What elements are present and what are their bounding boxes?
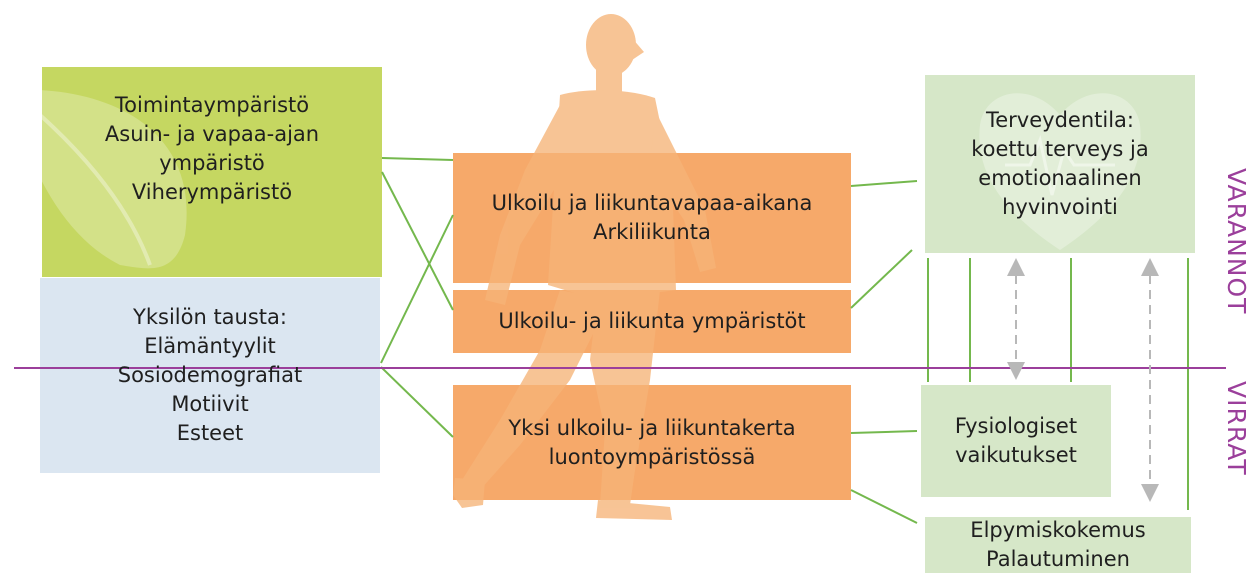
environment-line-4: Viherympäristö bbox=[131, 180, 293, 204]
recovery-box-text: Elpymiskokemus Palautuminen bbox=[970, 516, 1145, 574]
physiological-box-text: Fysiologiset vaikutukset bbox=[955, 412, 1077, 470]
activity-line-2: Arkiliikunta bbox=[593, 220, 711, 244]
session-line-1: Yksi ulkoilu- ja liikuntakerta bbox=[508, 415, 796, 440]
leaf-decoration-left bbox=[10, 89, 187, 269]
physiological-box: Fysiologiset vaikutukset bbox=[921, 385, 1111, 497]
physiological-line-2: vaikutukset bbox=[955, 443, 1077, 467]
background-line-2: Elämäntyylit bbox=[144, 334, 276, 358]
side-label-flows: VIRRAT bbox=[1222, 381, 1251, 476]
background-line-1: Yksilön tausta: bbox=[133, 305, 287, 329]
session-box-text: Yksi ulkoilu- ja liikuntakerta luontoymp… bbox=[508, 414, 795, 472]
health-line-1: Terveydentila: bbox=[985, 108, 1134, 132]
health-line-3: emotionaalinen bbox=[978, 166, 1142, 190]
leaf-stem-left bbox=[38, 113, 152, 266]
activity-line-1: Ulkoilu ja liikuntavapaa-aikana bbox=[491, 191, 813, 215]
recovery-box: Elpymiskokemus Palautuminen bbox=[925, 515, 1191, 575]
environment-box: Toimintaympäristö Asuin- ja vapaa-ajan y… bbox=[42, 67, 382, 277]
health-box-bg bbox=[925, 75, 1195, 253]
environment-line-2: Asuin- ja vapaa-ajan bbox=[104, 122, 320, 146]
background-line-3: Sosiodemografiat bbox=[117, 363, 303, 387]
recovery-line-2: Palautuminen bbox=[986, 547, 1130, 571]
background-box: Yksilön tausta: Elämäntyylit Sosiodemogr… bbox=[40, 278, 380, 473]
health-line-2: koettu terveys ja bbox=[971, 137, 1149, 161]
side-label-stocks: VARANNOT bbox=[1222, 168, 1251, 315]
recovery-line-1: Elpymiskokemus bbox=[970, 518, 1146, 542]
background-line-5: Esteet bbox=[176, 421, 244, 445]
environments-line-1: Ulkoilu- ja liikunta ympäristöt bbox=[498, 309, 806, 333]
activity-box: Ulkoilu ja liikuntavapaa-aikana Arkiliik… bbox=[453, 153, 851, 283]
background-line-4: Motiivit bbox=[171, 392, 249, 416]
environments-box: Ulkoilu- ja liikunta ympäristöt bbox=[453, 290, 851, 353]
recovery-box-bg bbox=[925, 517, 1191, 573]
session-box: Yksi ulkoilu- ja liikuntakerta luontoymp… bbox=[453, 385, 851, 500]
double-arrow-long bbox=[1141, 258, 1159, 502]
double-arrow-short bbox=[1007, 258, 1025, 380]
environment-line-3: ympäristö bbox=[159, 151, 265, 175]
health-line-4: hyvinvointi bbox=[1002, 195, 1118, 219]
physiological-box-bg bbox=[921, 385, 1111, 497]
physiological-line-1: Fysiologiset bbox=[954, 414, 1078, 438]
health-box-text: Terveydentila: koettu terveys ja emotion… bbox=[971, 106, 1149, 222]
health-box: Terveydentila: koettu terveys ja emotion… bbox=[925, 75, 1195, 253]
walking-person-figure bbox=[453, 14, 716, 520]
pulse-line-decoration bbox=[1005, 134, 1115, 196]
background-box-text: Yksilön tausta: Elämäntyylit Sosiodemogr… bbox=[118, 303, 303, 448]
connector-lines bbox=[380, 157, 1189, 524]
background-box-bg bbox=[40, 278, 380, 473]
activity-box-text: Ulkoilu ja liikuntavapaa-aikana Arkiliik… bbox=[492, 189, 813, 247]
heart-decoration-right bbox=[979, 93, 1141, 250]
environment-line-1: Toimintaympäristö bbox=[114, 93, 310, 117]
environment-box-bg bbox=[42, 67, 382, 277]
session-line-2: luontoympäristössä bbox=[548, 444, 756, 469]
environment-box-text: Toimintaympäristö Asuin- ja vapaa-ajan y… bbox=[105, 91, 319, 207]
